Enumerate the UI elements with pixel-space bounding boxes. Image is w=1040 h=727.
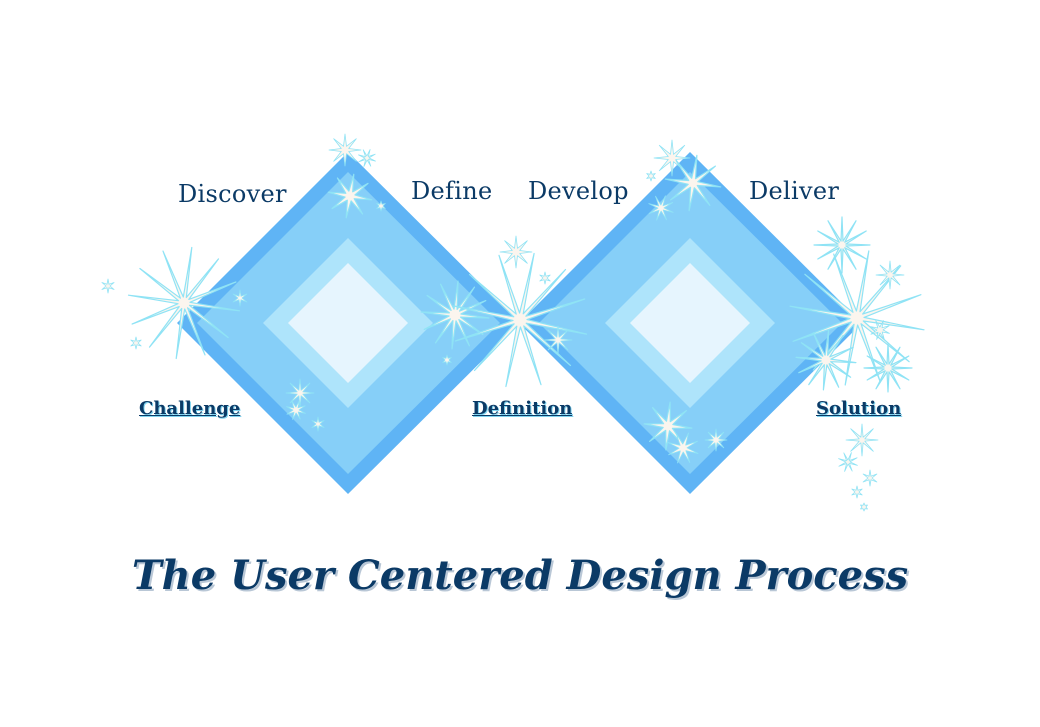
milestone-label-challenge: Challenge <box>139 398 241 419</box>
phase-label-define: Define <box>411 177 493 205</box>
sparkle-icon <box>813 216 871 274</box>
sparkle-icon <box>845 423 879 457</box>
sparkles <box>101 133 925 512</box>
sparkle-icon <box>875 260 905 290</box>
sparkle-icon <box>795 329 857 391</box>
sparkle-icon <box>285 378 315 408</box>
sparkle-icon <box>232 289 248 307</box>
sparkle-icon <box>286 400 306 420</box>
sparkle-icon <box>311 416 325 432</box>
phase-label-deliver: Deliver <box>749 177 840 205</box>
diamond-right <box>519 152 862 494</box>
sparkle-icon <box>101 278 115 294</box>
sparkle-icon <box>870 320 890 340</box>
sparkle-icon <box>539 271 551 285</box>
sparkle-icon <box>327 173 373 219</box>
sparkle-icon <box>376 200 386 212</box>
sparkle-icon <box>860 502 868 512</box>
sparkle-icon <box>442 354 452 366</box>
sparkle-icon <box>664 154 722 212</box>
sparkle-icon <box>667 432 699 464</box>
sparkle-icon <box>127 246 241 360</box>
milestone-label-solution: Solution <box>816 398 902 419</box>
sparkle-icon <box>130 336 142 350</box>
phase-label-develop: Develop <box>528 177 629 205</box>
sparkle-icon <box>543 325 573 355</box>
sparkle-icon <box>648 195 674 221</box>
diagram-title: The User Centered Design Process <box>131 552 909 599</box>
sparkle-icon <box>646 170 656 182</box>
diamond-left <box>177 152 520 494</box>
sparkle-icon <box>862 469 878 487</box>
sparkle-icon <box>643 401 693 451</box>
sparkle-icon <box>863 343 913 393</box>
sparkle-icon <box>851 485 863 499</box>
milestone-label-definition: Definition <box>472 398 573 419</box>
sparkle-icon <box>499 235 533 269</box>
phase-label-discover: Discover <box>178 180 287 208</box>
sparkle-icon <box>704 428 728 452</box>
sparkle-icon <box>452 252 588 388</box>
sparkle-icon <box>328 133 362 167</box>
sparkle-icon <box>789 250 925 386</box>
diamond-left-core <box>288 263 408 383</box>
sparkle-icon <box>358 149 376 167</box>
sparkle-icon <box>420 280 490 350</box>
diamond-right-core <box>630 263 750 383</box>
sparkle-icon <box>838 452 858 472</box>
